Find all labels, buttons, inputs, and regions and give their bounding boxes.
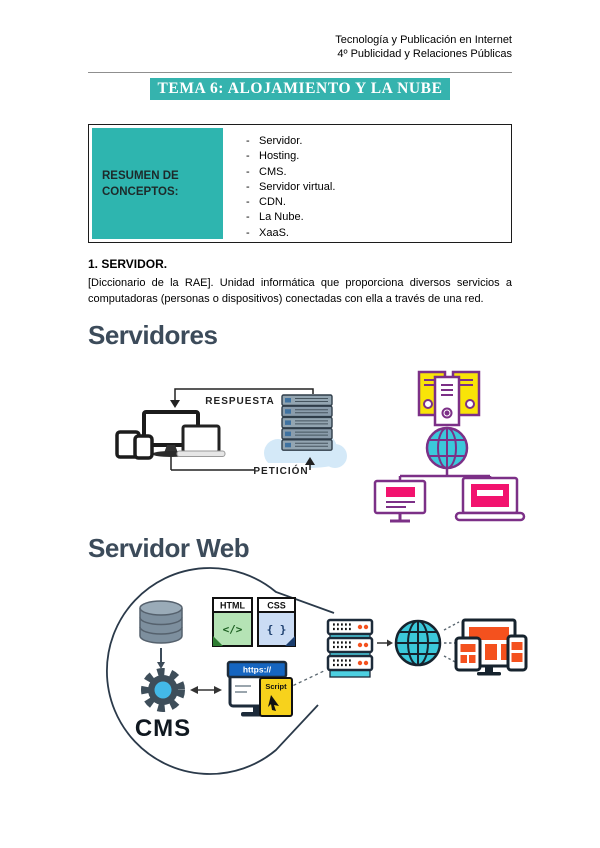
server-globe-arrowhead — [387, 639, 393, 647]
css-label: CSS — [267, 601, 286, 611]
monitor-stand — [164, 445, 178, 453]
list-item: -CMS. — [246, 165, 511, 180]
script-box — [259, 677, 293, 717]
script-label: Script — [265, 682, 287, 691]
database-icon — [139, 600, 183, 644]
db-arrowhead — [157, 662, 165, 669]
laptop-screen — [181, 424, 221, 454]
list-item: -La Nube. — [246, 210, 511, 225]
summary-list: -Servidor. -Hosting. -CMS. -Servidor vir… — [226, 125, 511, 242]
address-bar — [226, 660, 288, 679]
browser-monitor-icon: https:// Script — [226, 660, 293, 717]
list-item-label: Servidor virtual. — [259, 180, 336, 193]
hosting-network-icon — [373, 370, 526, 523]
servidor-web-heading: Servidor Web — [88, 533, 250, 563]
speech-bubble-outline — [106, 567, 335, 775]
course-title: Tecnología y Publicación en Internet — [335, 34, 512, 46]
list-item-label: Servidor. — [259, 135, 303, 147]
section-body: [Diccionario de la RAE]. Unidad informát… — [88, 277, 512, 305]
servidores-heading: Servidores — [88, 320, 218, 350]
servidor-web-diagram: HTML </> CSS { } CMS — [106, 567, 528, 775]
summary-label-cell: RESUMEN DE CONCEPTOS: — [89, 125, 226, 242]
dashed-connector — [287, 669, 327, 689]
css-file-icon: CSS { } — [257, 597, 296, 647]
cms-gear-icon — [141, 668, 185, 712]
responsive-devices-icon — [454, 618, 528, 676]
server-rack-icon — [281, 394, 333, 451]
list-item-label: La Nube. — [259, 211, 304, 224]
course-degree: 4º Publicidad y Relaciones Públicas — [337, 48, 512, 60]
section-heading: 1. SERVIDOR. — [88, 257, 168, 271]
bullet-dash: - — [246, 135, 250, 147]
list-item: -Servidor. — [246, 134, 511, 149]
response-arrow — [174, 388, 314, 401]
summary-label: RESUMEN DE CONCEPTOS: — [92, 128, 223, 239]
list-item-label: CMS. — [259, 165, 287, 178]
response-label: RESPUESTA — [205, 396, 274, 407]
summary-table: RESUMEN DE CONCEPTOS: -Servidor. -Hostin… — [88, 124, 512, 243]
list-item: -Hosting. — [246, 149, 511, 164]
html-file-icon: HTML </> — [212, 597, 253, 647]
bullet-dash: - — [246, 196, 250, 209]
css-code-label: { } — [267, 623, 287, 636]
page-title: TEMA 6: ALOJAMIENTO Y LA NUBE — [150, 78, 450, 100]
header-divider — [88, 72, 512, 73]
list-item: -XaaS. — [246, 226, 511, 241]
list-item-label: CDN. — [259, 196, 286, 209]
servidores-diagram: RESPUESTA — [115, 370, 526, 523]
list-item-label: Hosting. — [259, 150, 300, 163]
list-item-label: XaaS. — [259, 226, 289, 239]
request-label: PETICIÓN — [253, 464, 308, 477]
cms-label: CMS — [135, 715, 191, 742]
request-arrowhead — [305, 457, 315, 465]
client-devices-icon — [115, 410, 226, 460]
list-item: -CDN. — [246, 195, 511, 210]
web-server-stack-icon — [326, 618, 374, 678]
laptop-base — [176, 450, 226, 457]
bullet-dash: - — [246, 180, 250, 193]
device-tablet-icon — [454, 636, 482, 672]
list-item: -Servidor virtual. — [246, 180, 511, 195]
internet-globe-icon — [394, 619, 442, 667]
html-label: HTML — [220, 601, 245, 611]
response-arrowhead — [170, 400, 180, 408]
section-servidor: 1. SERVIDOR. [Diccionario de la RAE]. Un… — [88, 257, 512, 307]
url-label: https:// — [243, 665, 272, 675]
page-title-row: TEMA 6: ALOJAMIENTO Y LA NUBE — [0, 78, 600, 100]
bullet-dash: - — [246, 165, 250, 178]
request-label-bg — [254, 463, 310, 476]
course-header: Tecnología y Publicación en Internet 4º … — [335, 33, 512, 61]
cms-browser-arrow — [190, 686, 222, 694]
html-code-label: </> — [223, 623, 243, 636]
bullet-dash: - — [246, 226, 250, 239]
bullet-dash: - — [246, 150, 250, 163]
cursor-icon — [268, 695, 279, 711]
phone-icon — [133, 434, 154, 460]
bullet-dash: - — [246, 211, 250, 224]
